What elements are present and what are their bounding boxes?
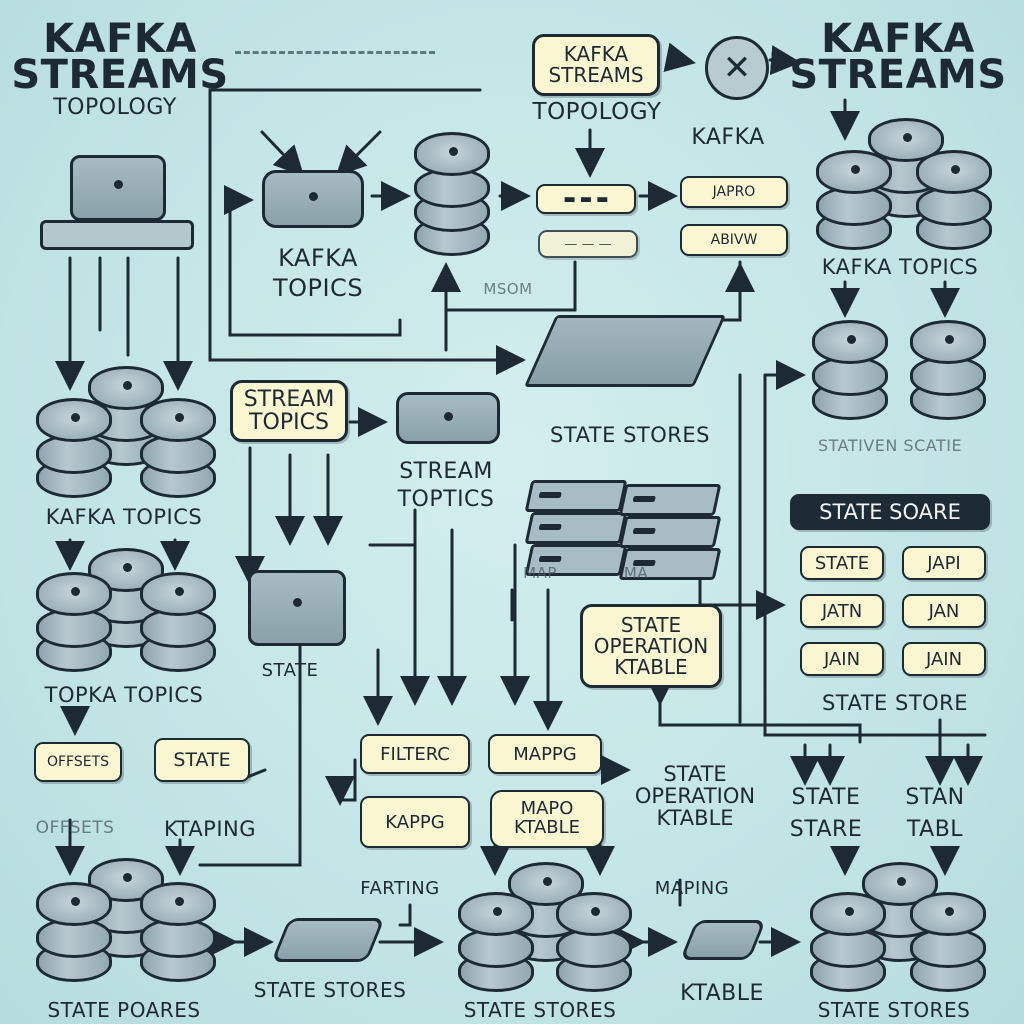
pill-stream-topics-l1: STREAM [243,386,335,412]
map-tray-icon [524,512,628,544]
stream-topic-box-icon [396,392,500,444]
label-state-stores-b1: STATE STORES [253,978,407,1002]
database-icon [36,398,112,516]
database-icon [36,572,112,690]
label-topka-topics: TOPKA TOPICS [44,683,204,707]
pill-top-center: KAFKA STREAMS [532,34,660,96]
database-icon [916,150,992,268]
database-icon [816,150,892,268]
label-stan-tabl-2: TABL [906,817,964,842]
pill-grid-1: STATE [800,546,884,580]
scribble-top-text: MSOM [483,280,533,298]
pill-japro: JAPRO [680,176,788,208]
title-top-left-2: STREAMS [11,52,229,98]
label-stan-tabl-1: STAN [905,785,965,810]
database-icon [36,882,112,1000]
label-ktable-bottom: KTABLE [680,981,764,1006]
pill-stream-topics-l2: TOPICS [249,410,329,435]
label-stream-toptics-1: STREAM [399,459,493,484]
label-kafka-topics-left: KAFKA TOPICS [45,505,203,529]
label-state-poares: STATE POARES [47,998,201,1022]
topology-box-icon [70,155,166,221]
label-state-store-right: STATE STORE [821,691,969,715]
database-icon [414,132,490,256]
pill-stream-topics: STREAM TOPICS [230,380,348,442]
label-state-operation-lower-l1: STATE [663,761,727,786]
scribble-top [235,45,435,54]
gear-icon: ✕ [705,36,769,100]
pill-state-operation-l2: OPERATION [593,633,709,658]
database-icon [556,892,632,1010]
pill-mapo-ktable: MAPO KTABLE [490,790,604,848]
pill-grid-6: JAIN [902,642,986,676]
pill-state-operation-l1: STATE [620,612,682,637]
database-icon [458,892,534,1010]
map-tray-icon [618,484,722,516]
pill-grid-5: JAIN [800,642,884,676]
label-state-stores-mid: STATE STORES [550,423,710,447]
pill-kapg: KAPPG [360,796,470,848]
pill-scribble: ▬ ▬ ▬ [536,184,636,214]
pill-state-operation: STATE OPERATION KTABLE [580,604,722,688]
subtitle-top-center: TOPOLOGY [532,99,662,125]
database-icon [812,320,888,438]
label-stream-toptics-2: TOPTICS [397,487,495,512]
label-ktaping: KTAPING [163,817,257,841]
database-icon [140,882,216,1000]
pill-top-center-l2: STREAMS [548,63,644,87]
database-icon [910,892,986,1010]
subtitle-top-left: TOPOLOGY [53,95,177,120]
label-state-left: STATE [261,660,319,681]
label-offsets: OFFSETS [35,818,115,838]
pill-abivw: ABIVW [680,224,788,256]
label-state-operation-lower: STATE OPERATION KTABLE [628,758,762,834]
label-kafka-topics-center-1: KAFKA [278,244,358,272]
state-store-box-icon [271,918,385,962]
label-state-operation-lower-l2: OPERATION [634,783,756,808]
title-top-right-1: KAFKA [821,16,975,62]
pill-mapo-ktable-l2: KTABLE [513,817,581,838]
label-state-stare-1: STATE [791,785,861,810]
database-icon [140,398,216,516]
state-store-tray-icon [523,315,727,387]
state-box-icon [248,570,346,646]
database-icon [810,892,886,1010]
label-map-left: MAP [523,564,557,582]
pill-mapg: MAPPG [488,734,602,774]
label-map-right: MA [623,564,649,582]
topology-base-icon [40,220,194,250]
pill-grid-2: JAPI [902,546,986,580]
title-top-right-2: STREAMS [789,52,1007,98]
map-tray-icon [524,480,628,512]
subtitle-kafka: KAFKA [691,125,765,150]
label-maping: MAPING [654,878,730,899]
pill-grid-3: JATN [800,594,884,628]
map-tray-icon [618,516,722,548]
label-scribble-right: STATIVEN SCATIE [817,436,963,455]
kafka-topic-box-icon [262,170,364,228]
pill-top-center-l1: KAFKA [563,42,629,66]
label-kafka-topics-center-2: TOPICS [272,274,364,302]
label-state-stores-b2: STATE STORES [463,998,617,1022]
pill-grid-4: JAN [902,594,986,628]
label-state-operation-lower-l3: KTABLE [656,806,734,831]
pill-filter: FILTERC [360,734,470,774]
pill-state-soare: STATE SOARE [790,494,990,530]
title-top-left-1: KAFKA [43,16,197,62]
pill-scribble-2: — — — [538,230,638,258]
database-icon [910,320,986,438]
label-state-stare-2: STARE [789,817,863,842]
database-icon [140,572,216,690]
label-kafka-topics-right: KAFKA TOPICS [821,255,979,279]
pill-offsets: OFFSETS [34,742,122,782]
label-farting: FARTING [360,878,440,899]
pill-state: STATE [154,738,250,782]
pill-mapo-ktable-l1: MAPO [520,798,574,820]
label-state-stores-b3: STATE STORES [817,998,971,1022]
pill-state-operation-l3: KTABLE [614,654,688,679]
